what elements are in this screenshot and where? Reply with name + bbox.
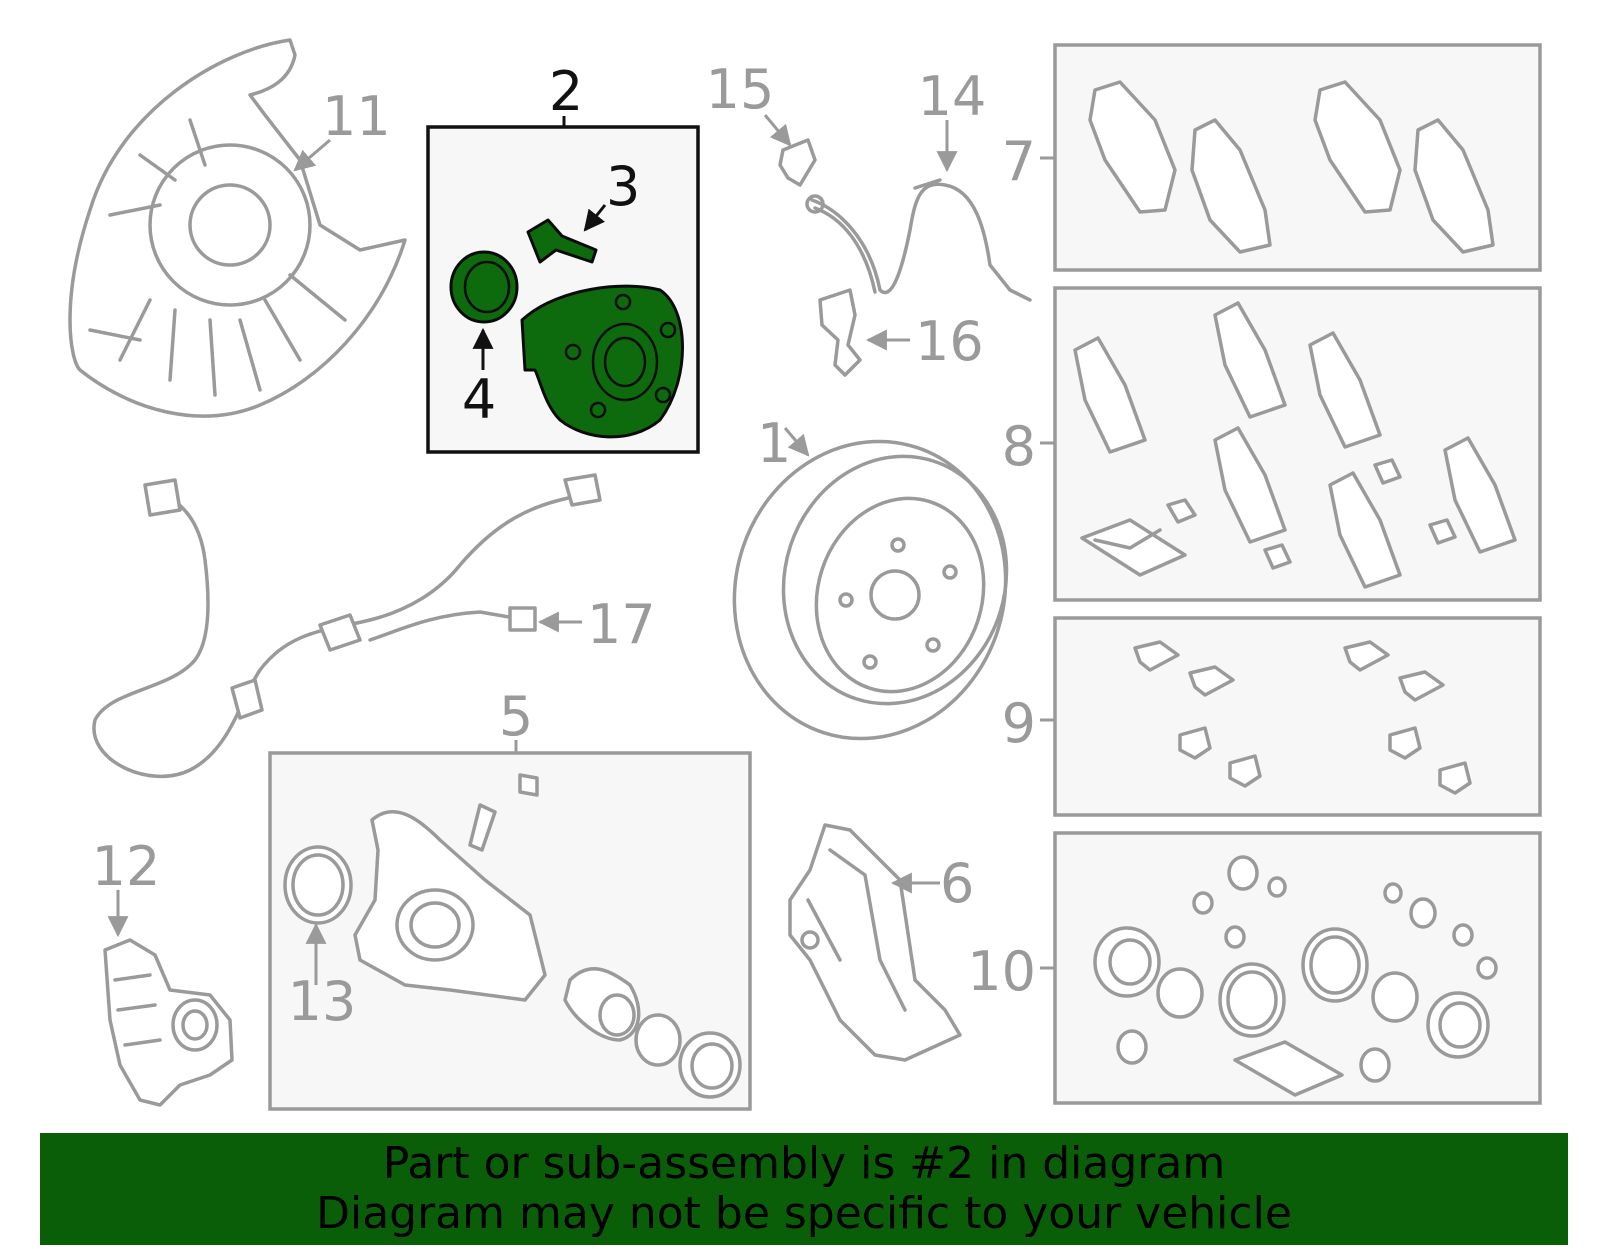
callout-10: 10: [967, 940, 1036, 1003]
hose-clip-part-15[interactable]: [763, 114, 817, 187]
info-banner: Part or sub-assembly is #2 in diagram Di…: [40, 1133, 1568, 1245]
callout-9: 9: [1002, 692, 1036, 755]
callout-3: 3: [606, 155, 640, 218]
callout-5: 5: [499, 685, 533, 748]
banner-line-1: Part or sub-assembly is #2 in diagram: [382, 1138, 1226, 1189]
caliper-assembly-part-12[interactable]: [103, 890, 234, 1107]
callout-16: 16: [915, 310, 984, 373]
callout-4: 4: [462, 368, 496, 431]
brake-hose-part-14[interactable]: [805, 120, 1032, 302]
callout-6: 6: [940, 852, 974, 915]
caliper-box-part-5[interactable]: [268, 740, 752, 1111]
abs-sensor-part-17[interactable]: [92, 473, 602, 779]
callout-15: 15: [706, 58, 775, 121]
callout-17: 17: [587, 593, 656, 656]
bracket-part-16[interactable]: [818, 288, 910, 377]
seal-kit-box-part-10[interactable]: [1040, 831, 1542, 1105]
pad-kit-box-part-8[interactable]: [1040, 286, 1542, 602]
banner-line-2: Diagram may not be specific to your vehi…: [316, 1188, 1292, 1239]
callout-11: 11: [322, 85, 391, 148]
callout-12: 12: [92, 835, 161, 898]
hub-bolt-part-3[interactable]: [526, 218, 598, 264]
clip-kit-box-part-9[interactable]: [1040, 616, 1542, 817]
hub-flange: [520, 284, 684, 439]
brake-rotor-part-1[interactable]: [696, 406, 1044, 774]
dust-shield-part-11[interactable]: [68, 38, 407, 418]
pad-set-box-part-7[interactable]: [1040, 43, 1542, 272]
callout-14: 14: [918, 65, 987, 128]
callout-2: 2: [549, 60, 583, 123]
callout-13: 13: [288, 970, 357, 1033]
callout-8: 8: [1002, 415, 1036, 478]
callout-7: 7: [1002, 130, 1036, 193]
hub-assembly-box-2[interactable]: [426, 116, 700, 454]
callout-1: 1: [757, 412, 791, 475]
bearing-part-4[interactable]: [449, 250, 519, 324]
caliper-bracket-part-6[interactable]: [788, 823, 962, 1062]
